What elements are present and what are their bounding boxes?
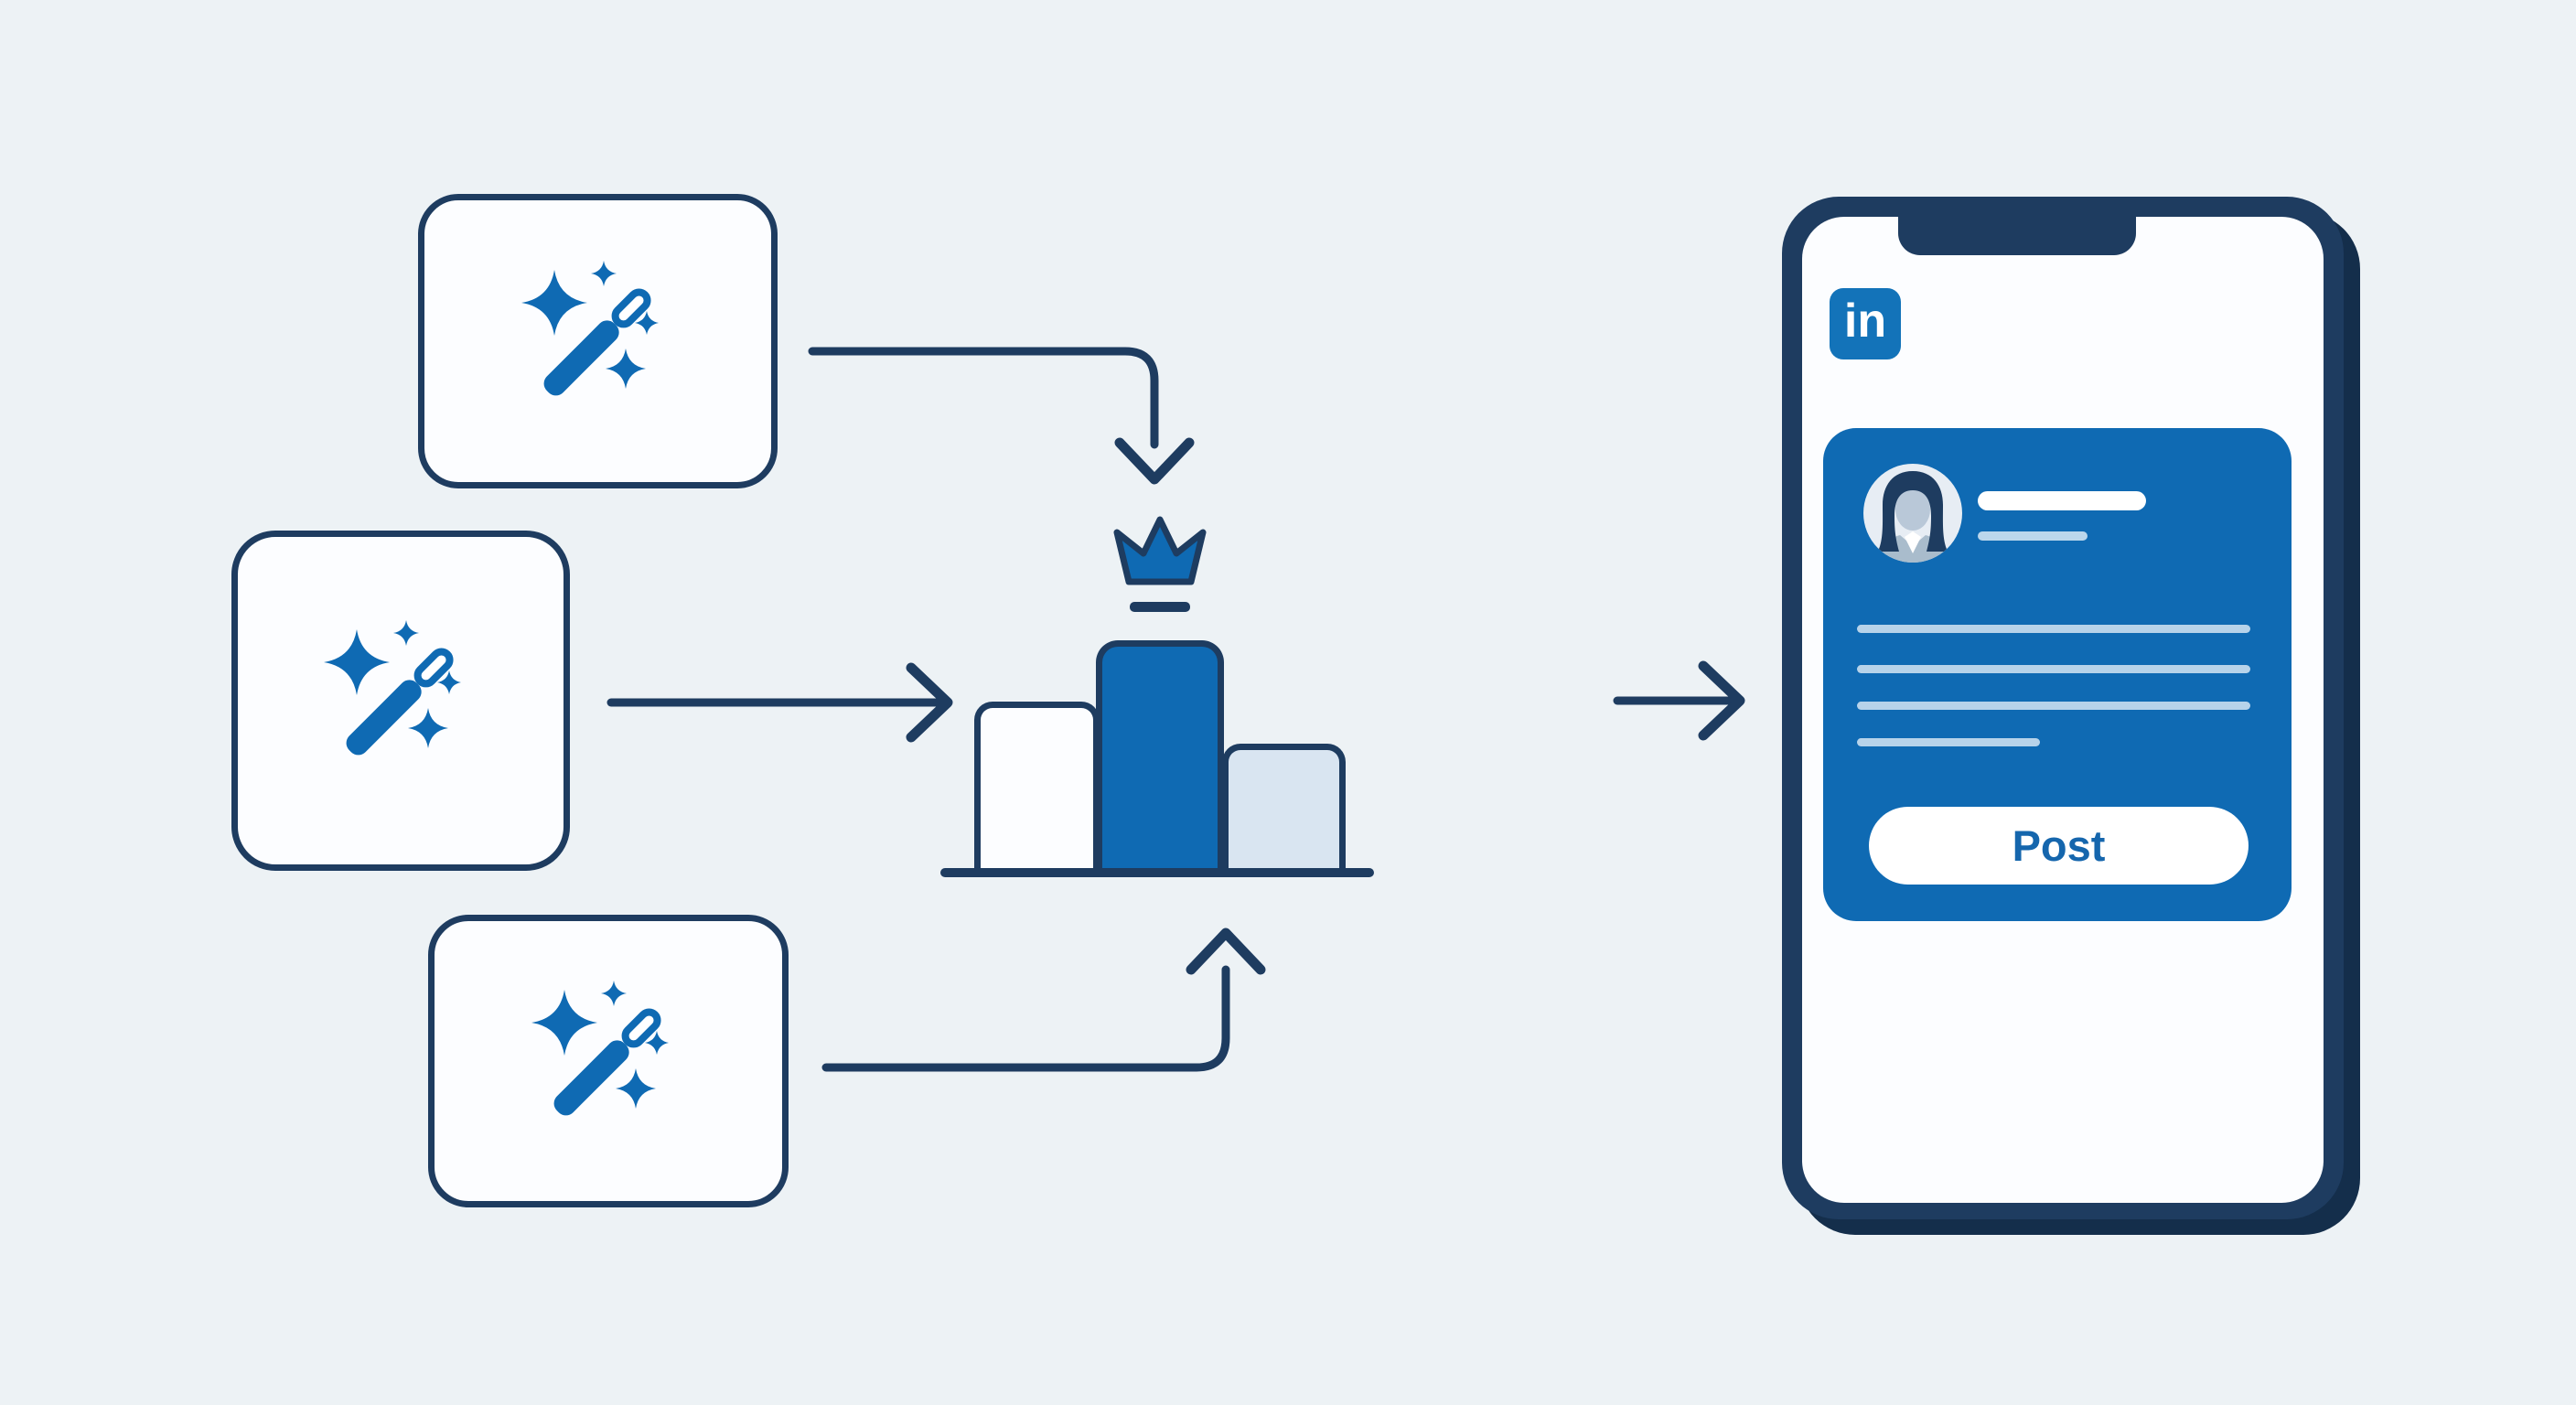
arrow-bottom-draft-to-podium bbox=[821, 928, 1266, 1072]
magic-wand-icon bbox=[521, 261, 659, 396]
podium-bar-first bbox=[1096, 640, 1224, 874]
podium-bar-second bbox=[974, 702, 1100, 874]
magic-wand-icon bbox=[531, 981, 669, 1116]
phone-notch bbox=[1898, 217, 2136, 255]
arrow-top-draft-to-podium bbox=[808, 347, 1195, 485]
draft-option-box-1 bbox=[418, 194, 778, 488]
name-placeholder-line bbox=[1978, 491, 2146, 510]
post-button[interactable]: Post bbox=[1869, 807, 2249, 885]
arrow-podium-to-phone bbox=[1613, 660, 1745, 741]
subtitle-placeholder-line bbox=[1978, 531, 2088, 541]
draft-option-box-2 bbox=[231, 531, 570, 871]
linkedin-post-card: Post bbox=[1823, 428, 2292, 921]
post-text-placeholder-line bbox=[1857, 625, 2250, 633]
magic-wand-icon bbox=[324, 620, 461, 756]
podium-baseline bbox=[940, 868, 1374, 877]
draft-option-box-3 bbox=[428, 915, 789, 1207]
post-text-placeholder-line bbox=[1857, 665, 2250, 673]
arrow-middle-draft-to-podium bbox=[606, 662, 953, 743]
post-text-placeholder-line bbox=[1857, 702, 2250, 710]
linkedin-logo-icon: in bbox=[1830, 288, 1901, 359]
podium-bar-third bbox=[1222, 744, 1346, 874]
crown-icon bbox=[1113, 516, 1207, 612]
woman-avatar-icon bbox=[1863, 464, 1962, 563]
post-text-placeholder-line bbox=[1857, 738, 2040, 746]
